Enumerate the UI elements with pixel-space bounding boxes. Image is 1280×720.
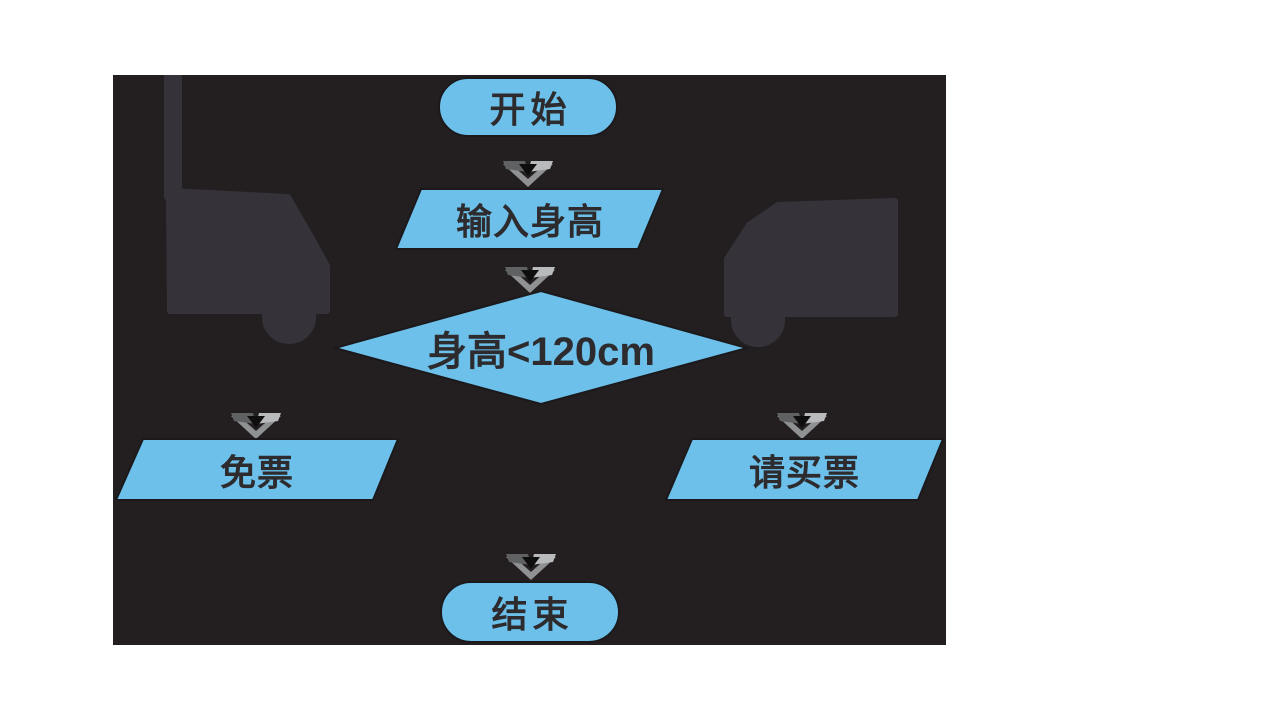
free-ticket-label: 免票: [219, 451, 294, 493]
flow-node-end: 结束: [440, 581, 620, 643]
parallelogram-shape: [115, 438, 399, 501]
remnant-blob-left-bump: [262, 290, 316, 344]
parallelogram-shape: [395, 188, 665, 250]
input-height-label: 输入身高: [455, 201, 604, 242]
arrow-down-icon: [503, 161, 553, 187]
arrow-down-icon: [231, 413, 281, 439]
flow-node-free-ticket: 免票: [115, 438, 399, 501]
end-label: 结束: [491, 594, 574, 635]
connector-remnants: [164, 75, 898, 347]
start-label: 开始: [489, 89, 572, 130]
flow-node-buy-ticket: 请买票: [665, 438, 944, 501]
height-check-label: 身高<120cm: [427, 329, 655, 374]
arrow-down-icon: [777, 413, 827, 439]
arrow-down-icon: [505, 267, 555, 293]
buy-ticket-label: 请买票: [748, 451, 860, 493]
diamond-shape: [333, 289, 749, 406]
remnant-line-left: [164, 75, 182, 200]
remnant-blob-right: [724, 198, 898, 317]
arrow-down-icon: [506, 554, 556, 580]
remnant-blob-left: [166, 188, 330, 314]
flow-node-input-height: 输入身高: [395, 188, 665, 250]
flow-node-height-check: 身高<120cm: [333, 289, 749, 406]
parallelogram-shape: [665, 438, 944, 501]
flow-node-start: 开始: [438, 77, 618, 137]
remnant-blob-right-bump: [731, 293, 785, 347]
